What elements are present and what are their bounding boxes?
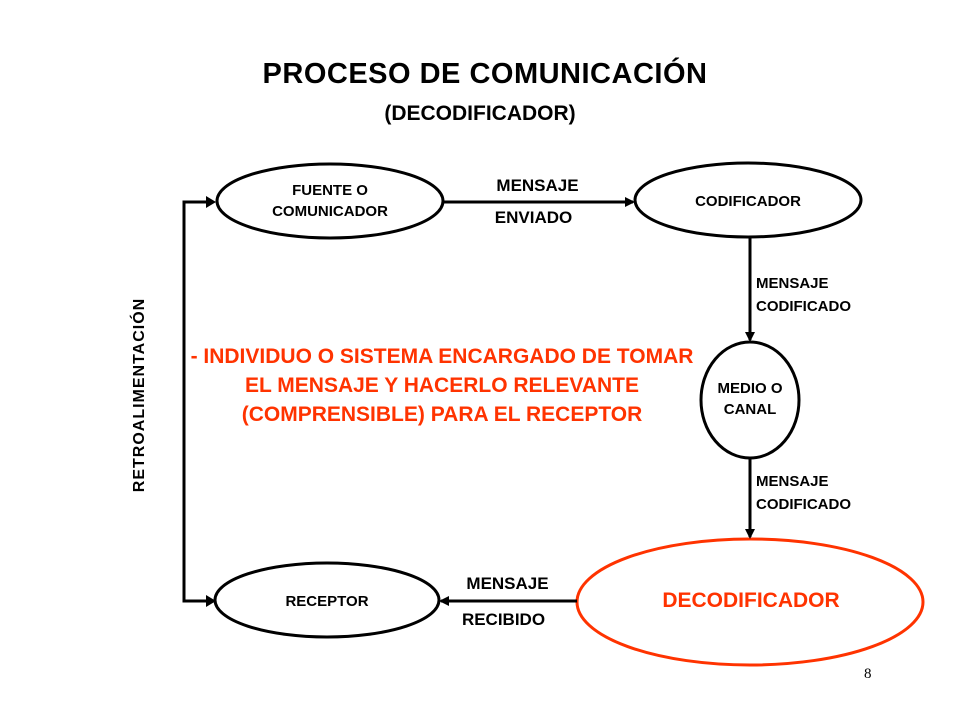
- node-fuente-label: FUENTE O COMUNICADOR: [272, 182, 388, 220]
- edge-codificado2-bottom: CODIFICADO: [756, 496, 851, 513]
- feedback-bracket: [182, 200, 212, 603]
- page-number: 8: [864, 666, 872, 682]
- feedback-label: RETROALIMENTACIÓN: [131, 297, 148, 493]
- edge-codificado1-bottom: CODIFICADO: [756, 298, 851, 315]
- edge-codificado1-top: MENSAJE: [756, 275, 829, 292]
- edge-enviado-top: MENSAJE: [496, 176, 579, 195]
- edge-enviado-bottom: ENVIADO: [494, 208, 573, 227]
- feedback-arrowhead-bottom: [206, 595, 216, 607]
- edge-codificado2-top: MENSAJE: [756, 473, 829, 490]
- node-medio-label: MEDIO O CANAL: [717, 380, 783, 418]
- feedback-arrowhead: [206, 196, 216, 208]
- decodificador-description: - INDIVIDUO O SISTEMA ENCARGADO DE TOMAR…: [190, 345, 694, 426]
- node-codificador-shape: [633, 161, 863, 239]
- diagram-subtitle: (DECODIFICADOR): [384, 102, 576, 125]
- node-receptor-label: RECEPTOR: [285, 593, 369, 610]
- edge-recibido-top: MENSAJE: [466, 574, 549, 593]
- node-codificador-label: CODIFICADOR: [695, 193, 801, 210]
- edge-recibido-bottom: RECIBIDO: [461, 610, 546, 629]
- diagram-title: PROCESO DE COMUNICACIÓN: [262, 58, 708, 90]
- node-decodificador-label: DECODIFICADOR: [662, 589, 840, 612]
